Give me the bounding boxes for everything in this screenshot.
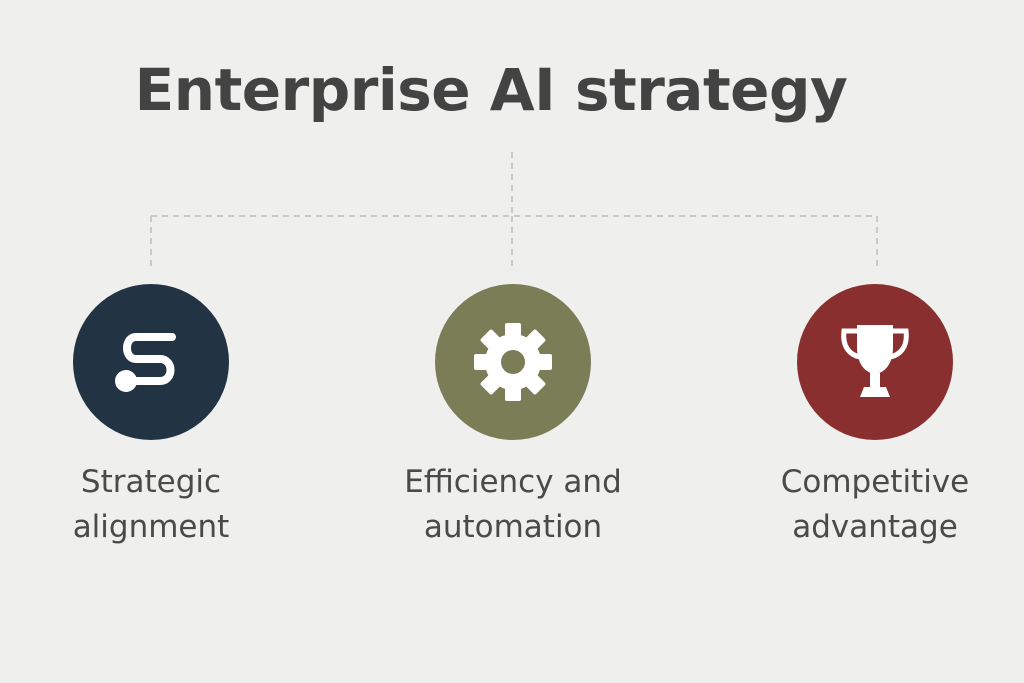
node-competitive-advantage (797, 284, 953, 440)
diagram-title: Enterprise AI strategy (134, 56, 848, 124)
node-label-line: alignment (72, 509, 230, 545)
trophy-icon (841, 325, 909, 397)
node-label-line: Strategic (80, 464, 222, 500)
node-efficiency-automation (435, 284, 591, 440)
node-label-competitive-advantage: Competitive advantage (735, 460, 1015, 550)
path-route-icon (115, 333, 176, 392)
node-strategic-alignment (73, 284, 229, 440)
node-label-line: Competitive (780, 464, 970, 500)
node-label-line: advantage (792, 509, 958, 545)
node-label-strategic-alignment: Strategic alignment (11, 460, 291, 550)
node-label-efficiency-automation: Efficiency and automation (373, 460, 653, 550)
gear-icon (474, 323, 552, 401)
node-label-line: Efficiency and (404, 464, 622, 500)
node-label-line: automation (423, 509, 603, 545)
